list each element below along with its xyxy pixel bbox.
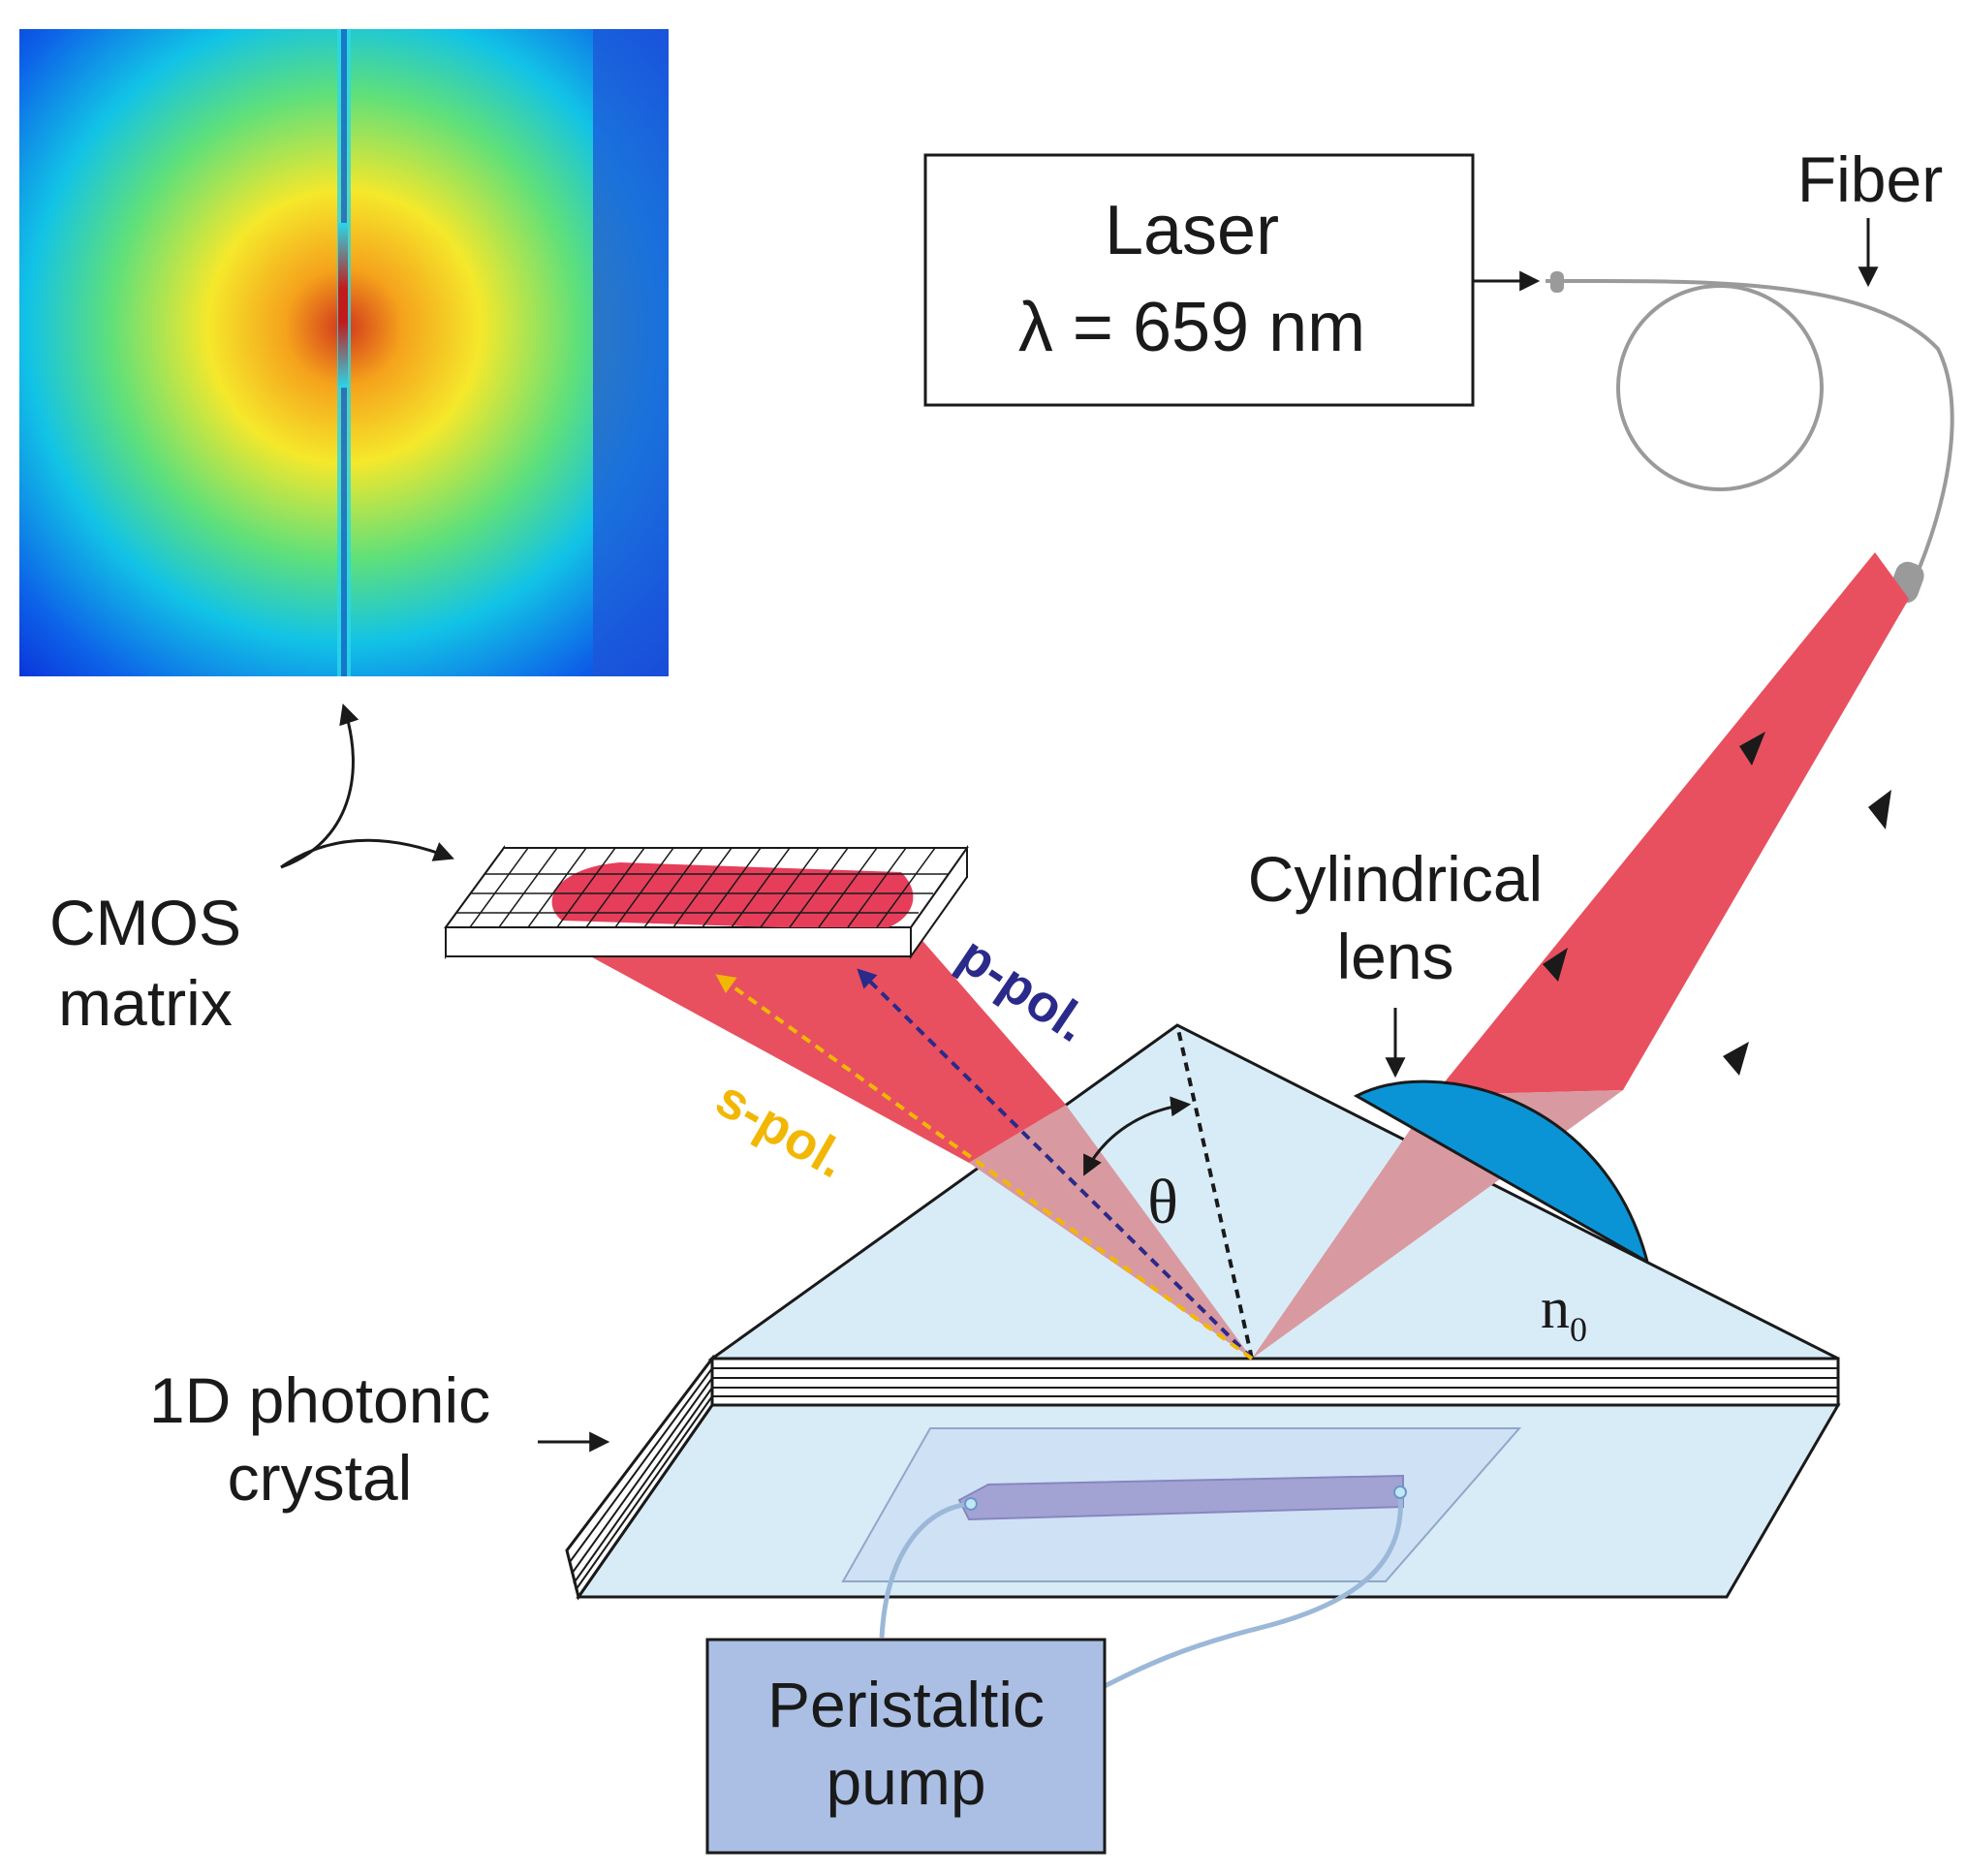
fiber-connector-input	[1550, 271, 1564, 293]
beam-in-prism-reflected	[969, 1105, 1252, 1359]
cylindrical-lens-label-line2: lens	[1336, 921, 1453, 992]
optical-fiber	[1545, 271, 1954, 604]
p-pol-ray	[857, 968, 1254, 1360]
photonic-crystal-label-line2: crystal	[228, 1442, 413, 1514]
cmos-camera-image	[19, 29, 669, 676]
pump-label-line1: Peristaltic	[767, 1669, 1045, 1740]
laser-label: Laser	[1105, 192, 1279, 269]
flow-cell	[841, 1427, 1522, 1689]
theta-angle-arc	[1083, 1096, 1192, 1176]
cmos-pointer-arrow-up	[280, 704, 359, 869]
fiber-label: Fiber	[1797, 143, 1943, 215]
incident-beam	[1434, 552, 1909, 1095]
cmos-pointer-arrow-right	[280, 838, 454, 869]
peristaltic-pump-box: Peristaltic pump	[705, 1638, 1107, 1855]
prism	[707, 1023, 1839, 1360]
reflected-beam	[543, 927, 1066, 1163]
cmos-label-line1: CMOS	[49, 887, 241, 958]
cmos-label-line2: matrix	[58, 967, 233, 1039]
surface-normal-line	[1175, 1024, 1254, 1360]
photonic-crystal-label-line1: 1D photonic	[149, 1364, 490, 1436]
cylindrical-lens	[1353, 1079, 1650, 1266]
cmos-sensor	[444, 844, 969, 960]
beam-direction-arrows	[1543, 732, 1891, 1076]
laser-box: Laser λ = 659 nm	[923, 153, 1475, 407]
theta-label: θ	[1147, 1167, 1178, 1237]
refractive-index-label: n0	[1541, 1276, 1587, 1349]
laser-wavelength: λ = 659 nm	[1018, 289, 1365, 366]
pump-label-line2: pump	[826, 1746, 985, 1818]
cylindrical-lens-label-line1: Cylindrical	[1248, 843, 1543, 915]
